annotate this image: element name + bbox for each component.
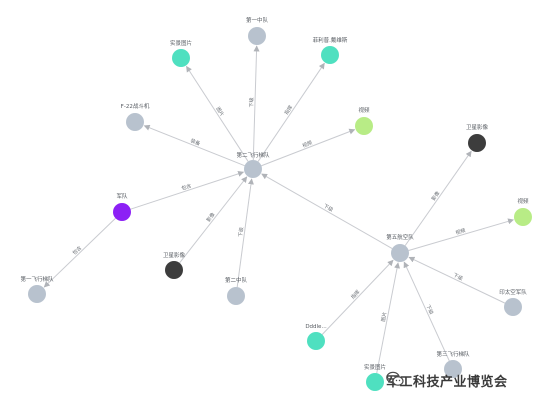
node-circle[interactable]	[307, 332, 325, 350]
edge-n_plane2-n_mid1[interactable]	[252, 45, 260, 161]
edge-n_mid2-n_plane2[interactable]	[236, 178, 254, 288]
graph-node-army[interactable]: 军队	[113, 192, 131, 221]
graph-node-mid2[interactable]: 第二中队	[225, 276, 248, 305]
graph-node-plane2[interactable]: 第二飞行梯队	[236, 151, 270, 178]
edges-layer: 图片下级指挥装备视频包含影像下级包含下级影像视频下级指挥图片下级	[43, 45, 514, 374]
wechat-icon	[386, 371, 404, 386]
graph-node-video2[interactable]: 视频	[514, 197, 532, 226]
nodes-layer: 第二飞行梯队实景图片第一中队菲利普.戴维斯F-22战斗机视频军队卫星影像第二中队…	[20, 16, 532, 391]
node-label: 菲利普.戴维斯	[313, 36, 348, 44]
edge-n_plane3-n_carrier5[interactable]	[403, 261, 450, 362]
edge-label: 包含	[181, 182, 193, 192]
edge-label: 指挥	[349, 289, 361, 301]
edge-label: 指挥	[283, 104, 294, 116]
node-circle[interactable]	[366, 373, 384, 391]
node-label: 卫星影像	[466, 123, 489, 131]
node-circle[interactable]	[444, 360, 462, 378]
edge-label: 下级	[424, 304, 435, 316]
node-label: 印太空军队	[499, 288, 527, 296]
watermark: 军工科技产业博览会	[386, 371, 508, 390]
edge-n_army-n_plane2[interactable]	[130, 170, 245, 210]
edge-label: 下级	[237, 227, 245, 238]
graph-node-ddd[interactable]: Dddle...	[305, 324, 327, 350]
node-circle[interactable]	[227, 287, 245, 305]
node-label: 视频	[358, 106, 370, 114]
node-circle[interactable]	[28, 285, 46, 303]
node-label: 实景图片	[170, 39, 192, 47]
edge-label: 影像	[205, 211, 217, 223]
node-circle[interactable]	[355, 117, 373, 135]
node-circle[interactable]	[165, 261, 183, 279]
graph-node-carrier5[interactable]: 第五航空队	[386, 233, 414, 262]
node-circle[interactable]	[321, 46, 339, 64]
node-circle[interactable]	[504, 298, 522, 316]
node-label: Dddle...	[305, 324, 327, 330]
edge-label: 视频	[301, 139, 313, 149]
node-label: 卫星影像	[163, 251, 186, 259]
edge-label: 视频	[455, 227, 467, 237]
edge-label: 下级	[322, 202, 334, 213]
node-label: 第二飞行梯队	[236, 151, 270, 159]
edge-n_army-n_plane1[interactable]	[43, 217, 116, 288]
node-circle[interactable]	[468, 134, 486, 152]
edge-label: 影像	[430, 190, 441, 202]
graph-node-plane3[interactable]: 第三飞行梯队	[436, 350, 470, 378]
edge-n_sat1-n_plane2[interactable]	[179, 176, 248, 264]
node-label: 第二中队	[225, 276, 248, 284]
node-circle[interactable]	[514, 208, 532, 226]
node-circle[interactable]	[172, 49, 190, 67]
graph-node-fr[interactable]: 菲利普.戴维斯	[313, 36, 348, 64]
node-label: 第三飞行梯队	[436, 350, 470, 358]
graph-node-img_top[interactable]: 实景图片	[170, 39, 192, 67]
node-circle[interactable]	[244, 160, 262, 178]
edge-label: 装备	[189, 137, 201, 147]
edge-label: 包含	[71, 244, 83, 256]
edge-n_carrier5-n_video2[interactable]	[408, 218, 514, 251]
edge-n_ddd-n_carrier5[interactable]	[321, 259, 394, 335]
node-label: 实景图片	[364, 363, 386, 371]
graph-node-mid1[interactable]: 第一中队	[246, 16, 269, 45]
graph-node-space[interactable]: 印太空军队	[499, 288, 527, 316]
graph-node-video1[interactable]: 视频	[355, 106, 373, 135]
node-label: 第一中队	[246, 16, 269, 24]
edge-n_space-n_carrier5[interactable]	[408, 256, 506, 304]
graph-node-sat1[interactable]: 卫星影像	[163, 251, 186, 279]
graph-node-img_bot[interactable]: 实景图片	[364, 363, 386, 391]
graph-node-f22[interactable]: F-22战斗机	[121, 102, 150, 131]
edge-n_img_bot-n_carrier5[interactable]	[376, 262, 401, 374]
edge-n_plane2-n_video1[interactable]	[261, 128, 356, 167]
node-label: 视频	[517, 197, 529, 205]
edge-label: 图片	[380, 311, 389, 322]
edge-label: 图片	[214, 105, 225, 117]
edge-n_plane2-n_fr[interactable]	[257, 62, 325, 162]
node-circle[interactable]	[113, 203, 131, 221]
node-circle[interactable]	[248, 27, 266, 45]
watermark-text: 军工科技产业博览会	[386, 375, 508, 390]
node-label: F-22战斗机	[121, 102, 150, 110]
edge-n_plane2-n_f22[interactable]	[143, 124, 245, 167]
node-label: 第五航空队	[386, 233, 414, 241]
edge-label: 下级	[452, 272, 464, 283]
node-label: 第一飞行梯队	[20, 275, 54, 283]
graph-node-sat2[interactable]: 卫星影像	[466, 123, 489, 152]
edge-n_carrier5-n_sat2[interactable]	[404, 150, 472, 246]
graph-node-plane1[interactable]: 第一飞行梯队	[20, 275, 54, 303]
node-circle[interactable]	[126, 113, 144, 131]
node-label: 军队	[116, 192, 128, 200]
node-circle[interactable]	[391, 244, 409, 262]
edge-n_plane2-n_img_top[interactable]	[186, 65, 249, 162]
edge-label: 下级	[248, 97, 255, 107]
edge-n_carrier5-n_plane2[interactable]	[261, 173, 393, 249]
